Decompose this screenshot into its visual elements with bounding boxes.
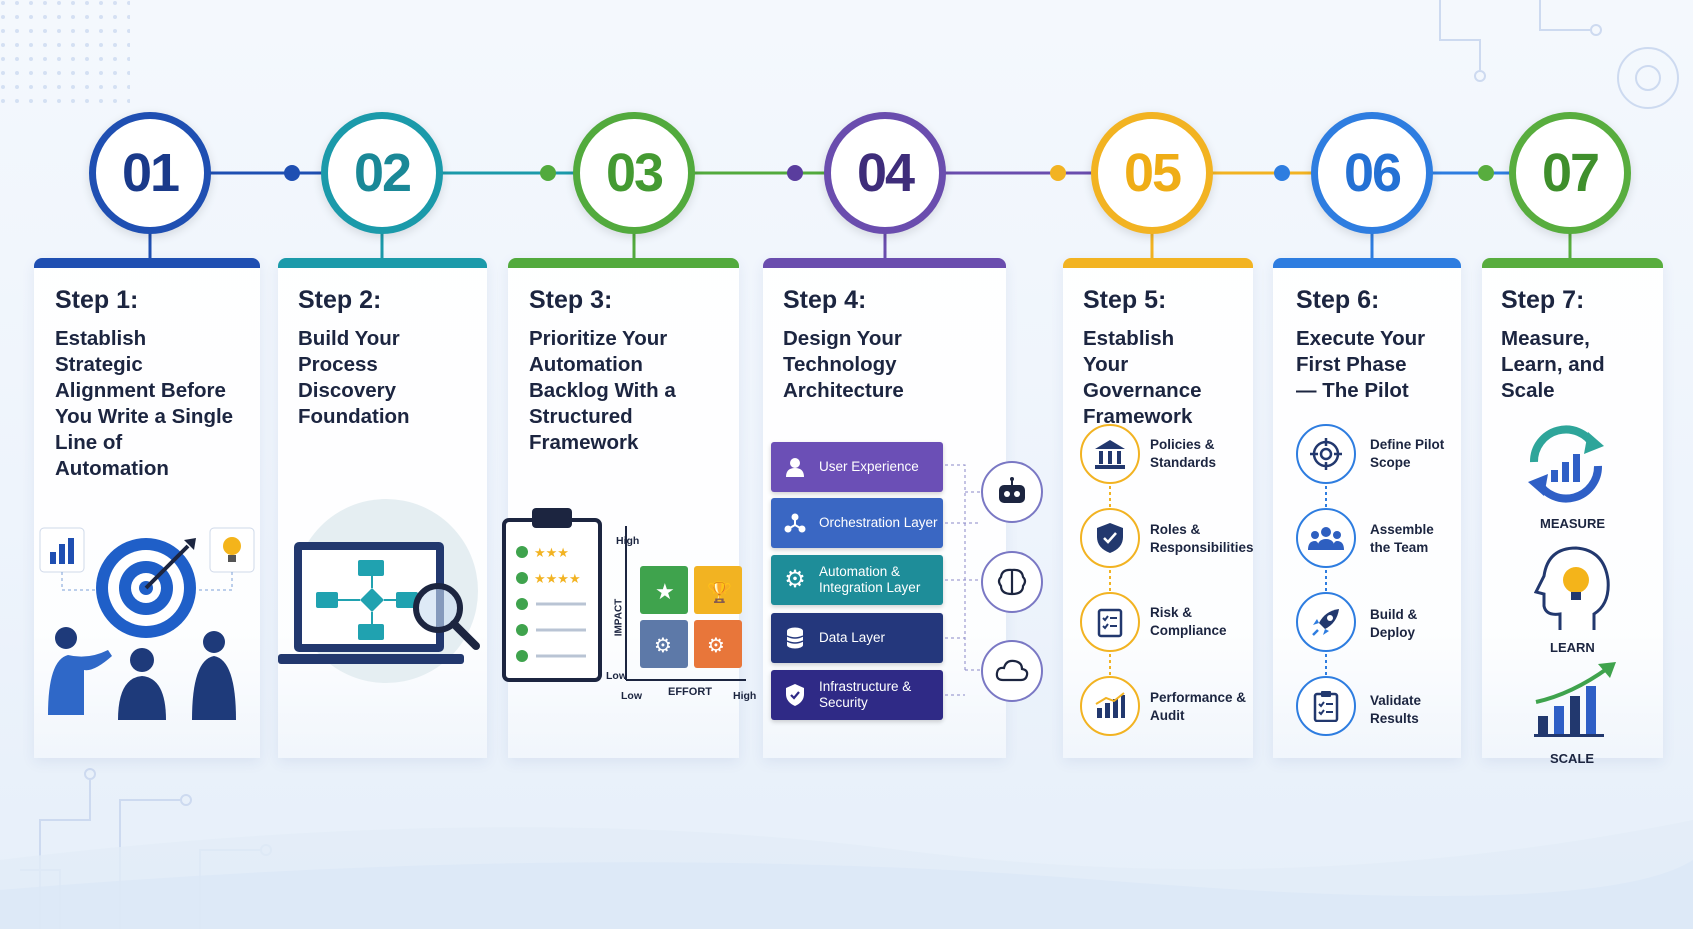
cloud-icon — [981, 640, 1043, 702]
robot-icon — [981, 461, 1043, 523]
step-2-label: Step 2: — [298, 286, 382, 314]
network-icon — [771, 512, 819, 534]
bar-chart-icon — [39, 527, 85, 573]
pilot-item-label: Build & Deploy — [1370, 607, 1418, 640]
architecture-layer-orchestration: Orchestration Layer — [771, 498, 943, 548]
layer-label: Automation & Integration Layer — [819, 564, 921, 595]
governance-item-label: Risk & Compliance — [1150, 605, 1227, 638]
step-1-title: Establish Strategic Alignment Before You… — [55, 327, 234, 480]
step-4-number: 04 — [824, 112, 946, 234]
svg-text:🏆: 🏆 — [707, 580, 732, 604]
target-icon — [96, 538, 196, 638]
learn-label: LEARN — [1550, 640, 1595, 655]
shield-check-icon — [1080, 508, 1140, 568]
pilot-item-label: Define Pilot Scope — [1370, 437, 1445, 470]
matrix-y-low-label: Low — [606, 670, 627, 682]
lightbulb-icon — [209, 527, 255, 573]
impact-effort-grid: ★ 🏆 ⚙ ⚙ — [625, 526, 746, 681]
step-2-number: 02 — [321, 112, 443, 234]
svg-text:⚙: ⚙ — [654, 635, 672, 657]
matrix-y-axis-label: IMPACT — [613, 598, 625, 637]
matrix-x-low-label: Low — [621, 690, 642, 702]
user-icon — [771, 456, 819, 478]
step-1-number: 01 — [89, 112, 211, 234]
measure-cycle-icon — [1528, 425, 1604, 503]
rocket-icon — [1296, 592, 1356, 652]
step-3-label: Step 3: — [529, 286, 613, 314]
clipboard-icon — [1296, 676, 1356, 736]
architecture-layer-user-experience: User Experience — [771, 442, 943, 492]
step-6-label: Step 6: — [1296, 286, 1380, 314]
step-1-label: Step 1: — [55, 286, 139, 314]
chart-icon — [1080, 676, 1140, 736]
gear-icon: ⚙ — [784, 566, 806, 593]
shield-icon — [771, 683, 819, 707]
bank-icon — [1080, 424, 1140, 484]
magnifier-icon — [413, 583, 480, 650]
svg-text:★★★: ★★★ — [534, 545, 569, 560]
pilot-item-label: Assemble the Team — [1370, 522, 1434, 555]
architecture-layer-automation-integration: ⚙ Automation & Integration Layer — [771, 555, 943, 605]
step-5-number: 05 — [1091, 112, 1213, 234]
step-5-title: Establish Your Governance Framework — [1083, 327, 1202, 428]
brain-icon — [981, 551, 1043, 613]
layer-label: User Experience — [819, 459, 919, 474]
svg-text:⚙: ⚙ — [707, 635, 725, 657]
step-7-number: 07 — [1509, 112, 1631, 234]
step-7-title: Measure, Learn, and Scale — [1501, 327, 1605, 402]
step-6-title: Execute Your First Phase — The Pilot — [1296, 327, 1426, 402]
team-icon — [1296, 508, 1356, 568]
matrix-x-high-label: High — [733, 690, 757, 702]
checklist-icon — [1080, 592, 1140, 652]
step-5-label: Step 5: — [1083, 286, 1167, 314]
matrix-x-axis-label: EFFORT — [668, 686, 712, 698]
measure-label: MEASURE — [1540, 516, 1606, 531]
layer-label: Orchestration Layer — [819, 515, 938, 530]
step-4-title: Design Your Technology Architecture — [783, 327, 904, 402]
prioritization-matrix-illustration: ★★★★★★★ ★ 🏆 ⚙ ⚙ — [502, 508, 746, 682]
step-3-title: Prioritize Your Automation Backlog With … — [529, 327, 676, 454]
database-icon — [771, 627, 819, 649]
step-5-card — [1063, 258, 1253, 758]
matrix-y-high-label: High — [616, 535, 640, 547]
pilot-item-label: Validate Results — [1370, 693, 1422, 726]
step-7-card — [1482, 258, 1663, 758]
scale-label: SCALE — [1550, 751, 1595, 766]
step-6-number: 06 — [1311, 112, 1433, 234]
process-discovery-illustration — [278, 499, 480, 683]
step-2-title: Build Your Process Discovery Foundation — [298, 327, 410, 428]
flowchart-icon — [316, 560, 418, 640]
governance-item-label: Performance & Audit — [1150, 690, 1247, 723]
svg-text:★★★★: ★★★★ — [534, 571, 581, 586]
strategy-target-illustration — [39, 527, 255, 720]
layer-label: Data Layer — [819, 630, 886, 645]
head-bulb-icon — [1534, 546, 1610, 630]
governance-item-label: Policies & Standards — [1150, 437, 1217, 470]
governance-item-label: Roles & Responsibilities — [1150, 522, 1254, 555]
step-7-label: Step 7: — [1501, 286, 1585, 314]
architecture-layer-data: Data Layer — [771, 613, 943, 663]
target-icon — [1296, 424, 1356, 484]
step-3-number: 03 — [573, 112, 695, 234]
step-4-label: Step 4: — [783, 286, 867, 314]
architecture-connectors — [945, 464, 981, 696]
architecture-layer-infrastructure-security: Infrastructure & Security — [771, 670, 943, 720]
growth-chart-icon — [1534, 662, 1616, 737]
clipboard-checklist-icon: ★★★★★★★ — [502, 508, 602, 682]
layer-label: Infrastructure & Security — [819, 679, 912, 710]
team-people-icon — [48, 627, 236, 720]
step-6-card — [1273, 258, 1461, 758]
svg-text:★: ★ — [655, 579, 675, 604]
